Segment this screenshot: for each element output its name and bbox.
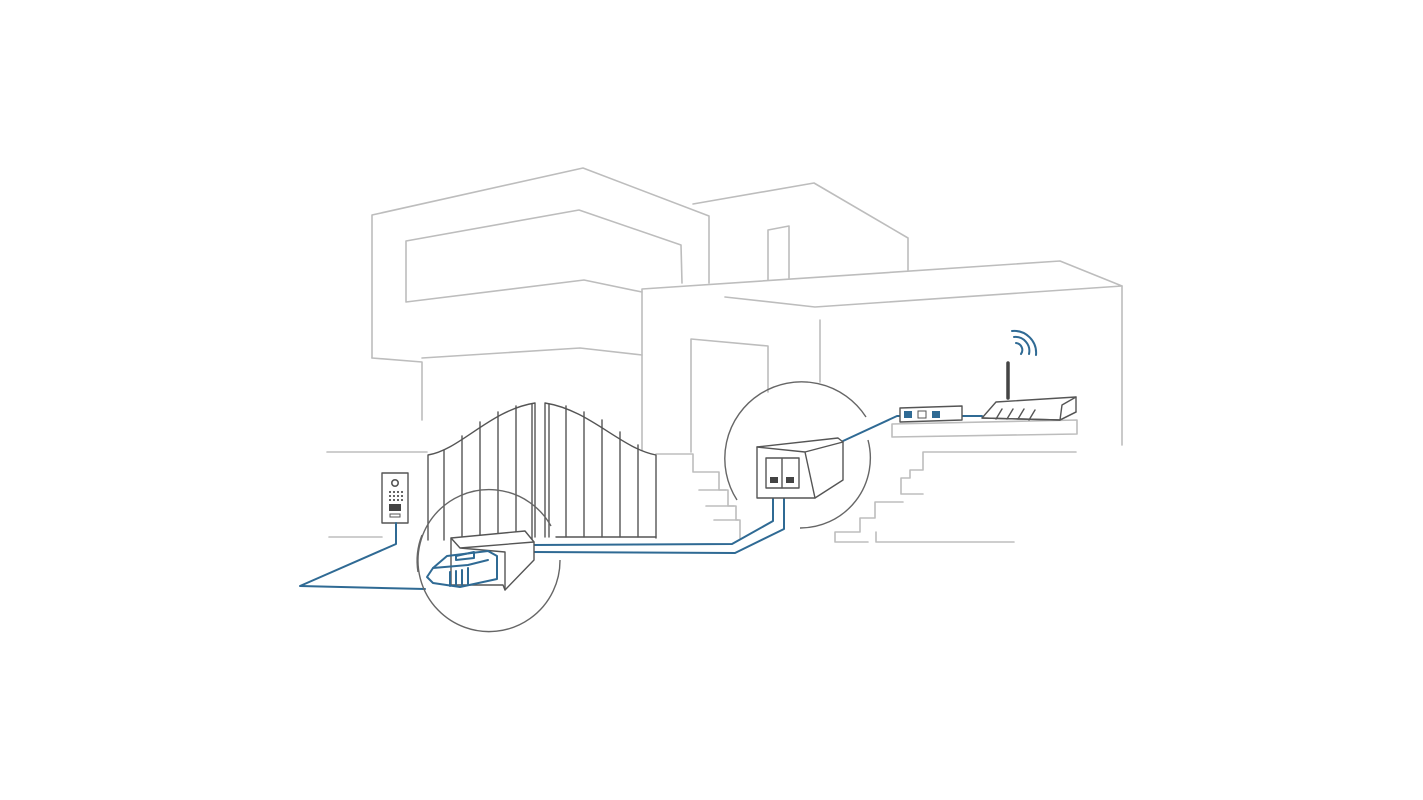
cable-door-station-to-injector xyxy=(299,522,426,590)
gate-left-bars xyxy=(443,403,533,541)
wifi-router-icon xyxy=(981,361,1077,421)
door-station-icon xyxy=(381,472,409,524)
steps-right xyxy=(900,451,1077,495)
zoom-circle-injector xyxy=(416,488,561,633)
house-window-band xyxy=(405,209,683,303)
gate-left-wing xyxy=(427,402,536,541)
poe-injector-plug xyxy=(426,550,498,588)
network-switch-body xyxy=(899,405,963,423)
zoom-circle-adapter-lower-arc xyxy=(799,439,872,529)
gate-right-wing xyxy=(544,402,657,539)
poe-injector-plug-ribs xyxy=(432,559,489,587)
door-station-camera xyxy=(390,478,399,487)
cable-injector-to-adapter-upper xyxy=(531,484,774,546)
poe-injector-body xyxy=(450,530,535,591)
wifi-signal-icon xyxy=(1011,329,1038,356)
house-front-wall xyxy=(641,260,1123,451)
wifi-signal-arc-1 xyxy=(1015,342,1024,355)
wifi-signal-arc-2 xyxy=(1013,335,1031,355)
zoom-circle-adapter-outline xyxy=(724,381,867,501)
steps-left-inner xyxy=(698,489,739,521)
network-switch-port-3 xyxy=(932,411,940,418)
door-station-body xyxy=(381,472,409,524)
network-switch-port-1 xyxy=(904,411,912,418)
steps-right-lower xyxy=(834,501,1015,543)
zoom-circle-injector-arc xyxy=(416,534,423,573)
door-station-keypad xyxy=(389,491,403,501)
wifi-signal-arc-3 xyxy=(1011,329,1038,356)
gate-right-bars xyxy=(548,403,639,538)
gate-icon xyxy=(427,402,657,541)
terrace-shelf xyxy=(891,419,1078,438)
network-switch-icon xyxy=(899,405,963,423)
network-switch-port-2 xyxy=(917,410,927,419)
house-left-block xyxy=(371,167,710,359)
wifi-router-slots xyxy=(995,408,1036,421)
door-station-button xyxy=(389,513,401,518)
network-adapter-edges xyxy=(756,441,844,499)
steps-left xyxy=(655,453,741,539)
poe-injector-icon xyxy=(426,530,535,591)
house-chimney xyxy=(767,225,790,281)
zoom-circle-injector-outline xyxy=(417,488,561,633)
house-roof-edge xyxy=(724,285,1123,308)
network-adapter-icon xyxy=(756,437,844,499)
house-ground-line xyxy=(371,347,643,421)
house-entry-opening xyxy=(690,338,769,453)
house-outline xyxy=(326,167,1123,543)
house-middle-block xyxy=(692,182,909,271)
cable-injector-to-adapter-lower xyxy=(531,484,785,554)
poe-injector-edges xyxy=(450,537,535,591)
poe-injector-plug-clip xyxy=(455,551,475,561)
garden-wall-left xyxy=(326,451,428,538)
network-adapter-port-2 xyxy=(786,477,794,483)
door-station-display xyxy=(389,504,401,511)
zoom-circle-adapter xyxy=(724,381,872,529)
network-adapter-port-1 xyxy=(770,477,778,483)
